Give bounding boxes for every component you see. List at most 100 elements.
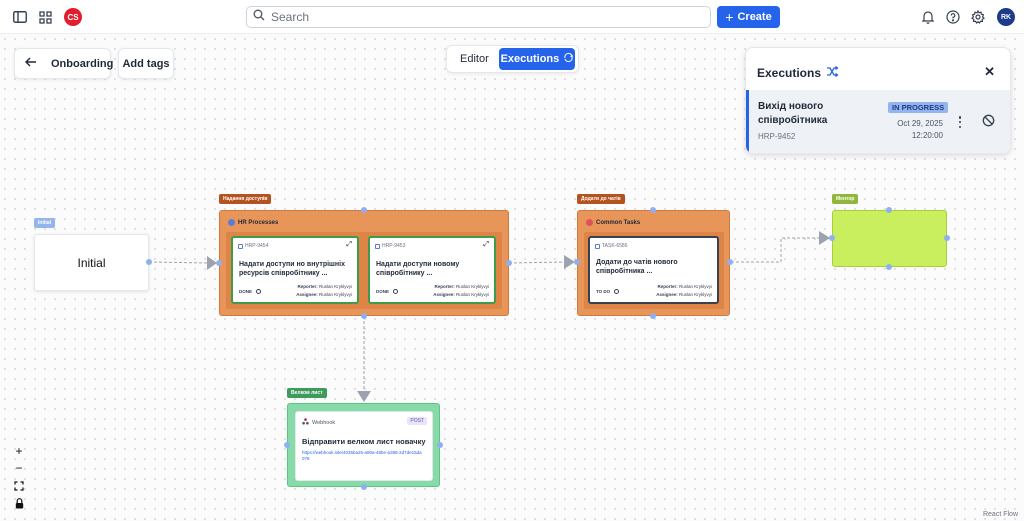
handle-welcome-bottom[interactable] [361,484,367,490]
method-badge: POST [407,417,427,425]
top-bar: CS + Create RK [0,0,1024,34]
initial-tag: Initial [34,218,56,228]
task-key: TASK-6586 [602,243,628,249]
edge-arrow-mentor [819,231,830,245]
cancel-circle-icon[interactable] [982,114,995,132]
handle-chats-right[interactable] [727,259,733,265]
add-tags-button[interactable]: Add tags [118,48,174,79]
webhook-title: Відправити велком лист новачку [302,437,426,446]
edge-arrow-access [207,256,217,270]
edge-initial-to-access [148,261,211,264]
assignee-label: Assignee: [296,292,318,297]
group-access[interactable]: HR Processes HRP-9454 ⤢ Надати доступи н… [219,210,509,316]
help-icon[interactable] [945,9,961,25]
status-circle-icon [614,289,620,294]
webhook-icon [302,418,309,427]
webhook-card[interactable]: Webhook POST Відправити велком лист нова… [295,411,433,481]
gear-icon[interactable] [970,9,986,25]
execution-key: HRP-9452 [758,132,796,141]
expand-icon[interactable]: ⤢ [346,241,352,248]
handle-mentor-right[interactable] [944,235,950,241]
fit-view-icon[interactable] [11,478,27,494]
group-mentor[interactable] [832,210,947,267]
tab-executions[interactable]: Executions [498,48,575,70]
zoom-out-icon[interactable]: − [15,461,23,475]
task-title: Надати доступи новому співробітнику ... [376,261,460,277]
create-label: Create [737,11,772,23]
task-card[interactable]: HRP-9453 ⤢ Надати доступи новому співроб… [368,236,496,304]
expand-icon[interactable]: ⤢ [483,241,489,248]
workflow-name: Onboarding [51,57,114,70]
reporter-name: Ruslan Kryklyvyi [455,284,489,289]
execution-date: Oct 29, 2025 [897,119,943,128]
search-icon [253,8,265,26]
bell-icon[interactable] [920,9,936,25]
group-welcome[interactable]: Webhook POST Відправити велком лист нова… [287,403,440,487]
handle-welcome-right[interactable] [437,442,443,448]
back-workflow-button[interactable]: Onboarding [14,48,114,79]
search-input[interactable] [271,10,691,24]
group-label-chats: Додати до чатів [577,194,625,204]
webhook-url[interactable]: https://webhook.site/4035ba25-a90a-48be-… [302,450,422,461]
avatar[interactable]: RK [997,8,1015,26]
handle-welcome-left[interactable] [284,442,290,448]
reporter-name: Ruslan Kryklyvyi [678,284,712,289]
handle-chats-left[interactable] [574,259,580,265]
handle-chats-top[interactable] [650,207,656,213]
task-card[interactable]: HRP-9454 ⤢ Надати доступи но внутрішніх … [231,236,359,304]
handle-access-right[interactable] [506,260,512,266]
sidebar-toggle-icon[interactable] [12,9,28,25]
more-vertical-icon[interactable] [955,114,965,130]
execution-item[interactable]: Вихід нового співробітника HRP-9452 IN P… [746,90,1010,153]
create-button[interactable]: + Create [717,6,780,28]
assignee-name: Ruslan Kryklyvyi [318,292,352,297]
lock-icon[interactable] [11,495,27,511]
group-label-welcome: Велком лист [287,388,327,398]
assignee-name: Ruslan Kryklyvyi [678,292,712,297]
task-title: Надати доступи но внутрішніх ресурсів сп… [239,261,345,277]
handle-mentor-left[interactable] [829,235,835,241]
handle-access-left[interactable] [216,260,222,266]
zoom-in-icon[interactable]: + [15,444,23,458]
task-people: Reporter: Ruslan Kryklyvyi Assignee: Rus… [433,283,489,299]
handle-access-top[interactable] [361,207,367,213]
handle-initial-out[interactable] [146,259,152,265]
assignee-name: Ruslan Kryklyvyi [455,292,489,297]
executions-title: Executions [757,66,822,80]
group-label-mentor: Ментор [832,194,859,204]
handle-access-bottom[interactable] [361,313,367,319]
view-toggle: Editor Executions [446,45,579,73]
task-checkbox-icon [375,243,380,249]
edge-access-to-chats [508,261,567,264]
task-key: HRP-9454 [245,243,269,249]
shuffle-icon [564,52,574,65]
app-logo[interactable]: CS [64,8,82,26]
handle-chats-bottom[interactable] [650,313,656,319]
handle-mentor-top[interactable] [886,207,892,213]
task-status: DONE [376,289,390,294]
task-card[interactable]: TASK-6586 Додати до чатів нового співроб… [588,236,719,304]
initial-node[interactable]: Initial [34,234,149,291]
search-bar[interactable] [246,6,711,28]
edge-chats-to-mentor [731,237,822,263]
group-chats[interactable]: Common Tasks TASK-6586 Додати до чатів н… [577,210,730,316]
webhook-type: Webhook [312,419,336,426]
flow-canvas[interactable] [0,34,1024,521]
apps-grid-icon[interactable] [37,9,53,25]
group-label-access: Надання доступів [219,194,272,204]
edge-arrow-chats [564,255,575,269]
tab-executions-label: Executions [500,53,560,65]
attribution[interactable]: React Flow [982,511,1018,518]
task-status: TO DO [596,289,611,294]
reporter-label: Reporter: [297,284,318,289]
status-circle-icon [256,289,262,294]
task-people: Reporter: Ruslan Kryklyvyi Assignee: Rus… [656,283,712,299]
task-checkbox-icon [238,243,243,249]
execution-name: Вихід нового співробітника [758,101,828,126]
tab-editor[interactable]: Editor [460,53,489,65]
close-icon[interactable]: ✕ [984,64,995,79]
add-tags-label: Add tags [122,57,170,70]
assignee-label: Assignee: [433,292,455,297]
status-circle-icon [393,289,399,294]
handle-mentor-bottom[interactable] [886,264,892,270]
